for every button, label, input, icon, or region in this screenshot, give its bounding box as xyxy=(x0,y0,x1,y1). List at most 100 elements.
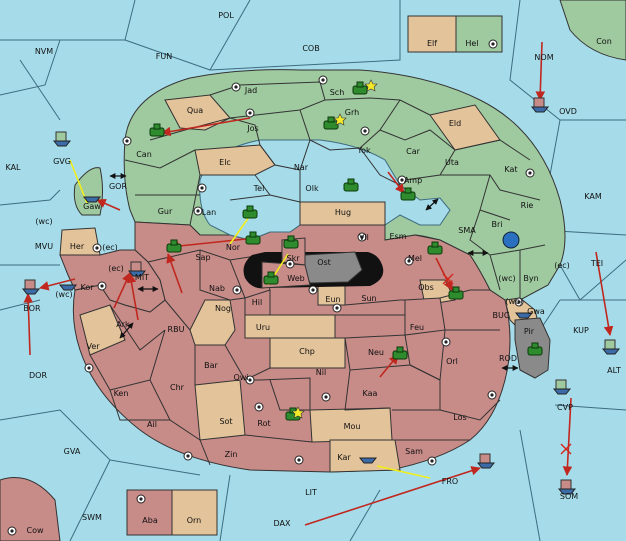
label-esm: Esm xyxy=(389,232,406,241)
label-hug: Hug xyxy=(335,208,351,217)
fleet-icon[interactable] xyxy=(127,261,147,277)
label-ver: Ver xyxy=(86,342,100,351)
failed-order-marks xyxy=(442,273,572,455)
army-icon[interactable] xyxy=(149,123,165,137)
label-lit: LIT xyxy=(305,488,317,497)
label-kal: KAL xyxy=(5,163,21,172)
army-icon[interactable] xyxy=(392,346,408,360)
army-icon[interactable] xyxy=(283,235,299,249)
label-gur: Gur xyxy=(158,207,173,216)
label-neu: Neu xyxy=(368,348,384,357)
label-kup: KUP xyxy=(573,326,589,335)
label-sun: Sun xyxy=(361,294,376,303)
army-icon[interactable] xyxy=(242,205,258,219)
label-nom: NOM xyxy=(534,53,553,62)
label-sma: SMA xyxy=(458,226,476,235)
coast-tag: (ec) xyxy=(102,243,118,252)
label-kam: KAM xyxy=(584,192,602,201)
move-arrows xyxy=(23,41,614,526)
label-aba: Aba xyxy=(142,516,158,525)
army-icon[interactable] xyxy=(166,239,182,253)
coast-tag: (ec) xyxy=(554,261,570,270)
label-rod: ROD xyxy=(499,354,517,363)
fleet-icon[interactable] xyxy=(601,339,621,355)
coast-tag: (ec) xyxy=(108,264,124,273)
label-sch: Sch xyxy=(330,88,345,97)
label-byn: Byn xyxy=(523,274,538,283)
label-skr: Skr xyxy=(287,254,301,263)
label-rbu: RBU xyxy=(168,325,185,334)
label-con: Con xyxy=(596,37,612,46)
label-pol: POL xyxy=(218,11,234,20)
label-bri: Bri xyxy=(492,220,503,229)
label-nil: Nil xyxy=(316,368,326,377)
label-gor: GOR xyxy=(109,182,127,191)
label-rie: Rie xyxy=(521,201,534,210)
label-ovd: OVD xyxy=(559,107,577,116)
label-lan: Lan xyxy=(202,208,216,217)
army-icon[interactable] xyxy=(448,286,464,300)
label-ail: Ail xyxy=(147,420,157,429)
label-dor: DOR xyxy=(29,371,47,380)
label-kat: Kat xyxy=(504,165,517,174)
label-sot: Sot xyxy=(219,417,232,426)
army-icon[interactable] xyxy=(527,342,543,356)
label-gva: GVA xyxy=(64,447,81,456)
army-icon[interactable] xyxy=(343,178,359,192)
adjacency-arrows xyxy=(109,173,519,371)
fleet-icon[interactable] xyxy=(557,479,577,495)
label-rot: Rot xyxy=(257,419,270,428)
label-pir: Pir xyxy=(524,327,535,336)
label-tel: Tel xyxy=(253,184,265,193)
label-cow: Cow xyxy=(26,526,43,535)
label-dax: DAX xyxy=(274,519,291,528)
army-icon[interactable] xyxy=(400,187,416,201)
fleet-units[interactable] xyxy=(21,97,621,495)
label-jad: Jad xyxy=(244,86,257,95)
army-icon[interactable] xyxy=(263,271,279,285)
army-icon[interactable] xyxy=(245,231,261,245)
star-markers xyxy=(291,79,378,419)
fleet-icon[interactable] xyxy=(514,312,534,319)
label-qua: Qua xyxy=(187,106,203,115)
label-web: Web xyxy=(287,274,304,283)
fleet-icon[interactable] xyxy=(52,131,72,147)
army-units[interactable] xyxy=(149,81,543,421)
label-zin: Zin xyxy=(225,450,238,459)
fleet-icon[interactable] xyxy=(21,279,41,295)
label-mou: Mou xyxy=(344,422,361,431)
label-can: Can xyxy=(136,150,152,159)
coast-tag: (wc) xyxy=(498,274,515,283)
label-uta: Uta xyxy=(445,158,459,167)
label-eun: Eun xyxy=(325,295,340,304)
label-orn: Orn xyxy=(187,516,202,525)
label-hil: Hil xyxy=(252,298,262,307)
army-icon[interactable] xyxy=(323,116,339,130)
label-sap: Sap xyxy=(195,253,210,262)
label-kar: Kar xyxy=(337,453,351,462)
label-nog: Nog xyxy=(215,304,231,313)
label-elf: Elf xyxy=(427,39,437,48)
label-los: Los xyxy=(453,413,466,422)
bri-unit-marker[interactable] xyxy=(502,231,520,249)
label-obs: Obs xyxy=(418,283,434,292)
supply-centers xyxy=(7,39,535,536)
label-gvg: GVG xyxy=(53,157,71,166)
label-chp: Chp xyxy=(299,347,315,356)
fleet-icon[interactable] xyxy=(82,196,102,203)
fleet-icon[interactable] xyxy=(552,379,572,395)
label-kaa: Kaa xyxy=(363,389,378,398)
fleet-icon[interactable] xyxy=(530,97,550,113)
label-vil: Vil xyxy=(359,233,369,242)
army-icon[interactable] xyxy=(427,241,443,255)
fleet-icon[interactable] xyxy=(358,457,378,464)
label-orl: Orl xyxy=(446,357,458,366)
label-elc: Elc xyxy=(219,158,231,167)
label-amp: Amp xyxy=(404,176,422,185)
region-labels: POL FUN COB NVM KAL MVU GVG GOR MIT RBU … xyxy=(5,11,620,535)
fleet-icon[interactable] xyxy=(476,453,496,469)
fleet-icon[interactable] xyxy=(58,284,78,291)
